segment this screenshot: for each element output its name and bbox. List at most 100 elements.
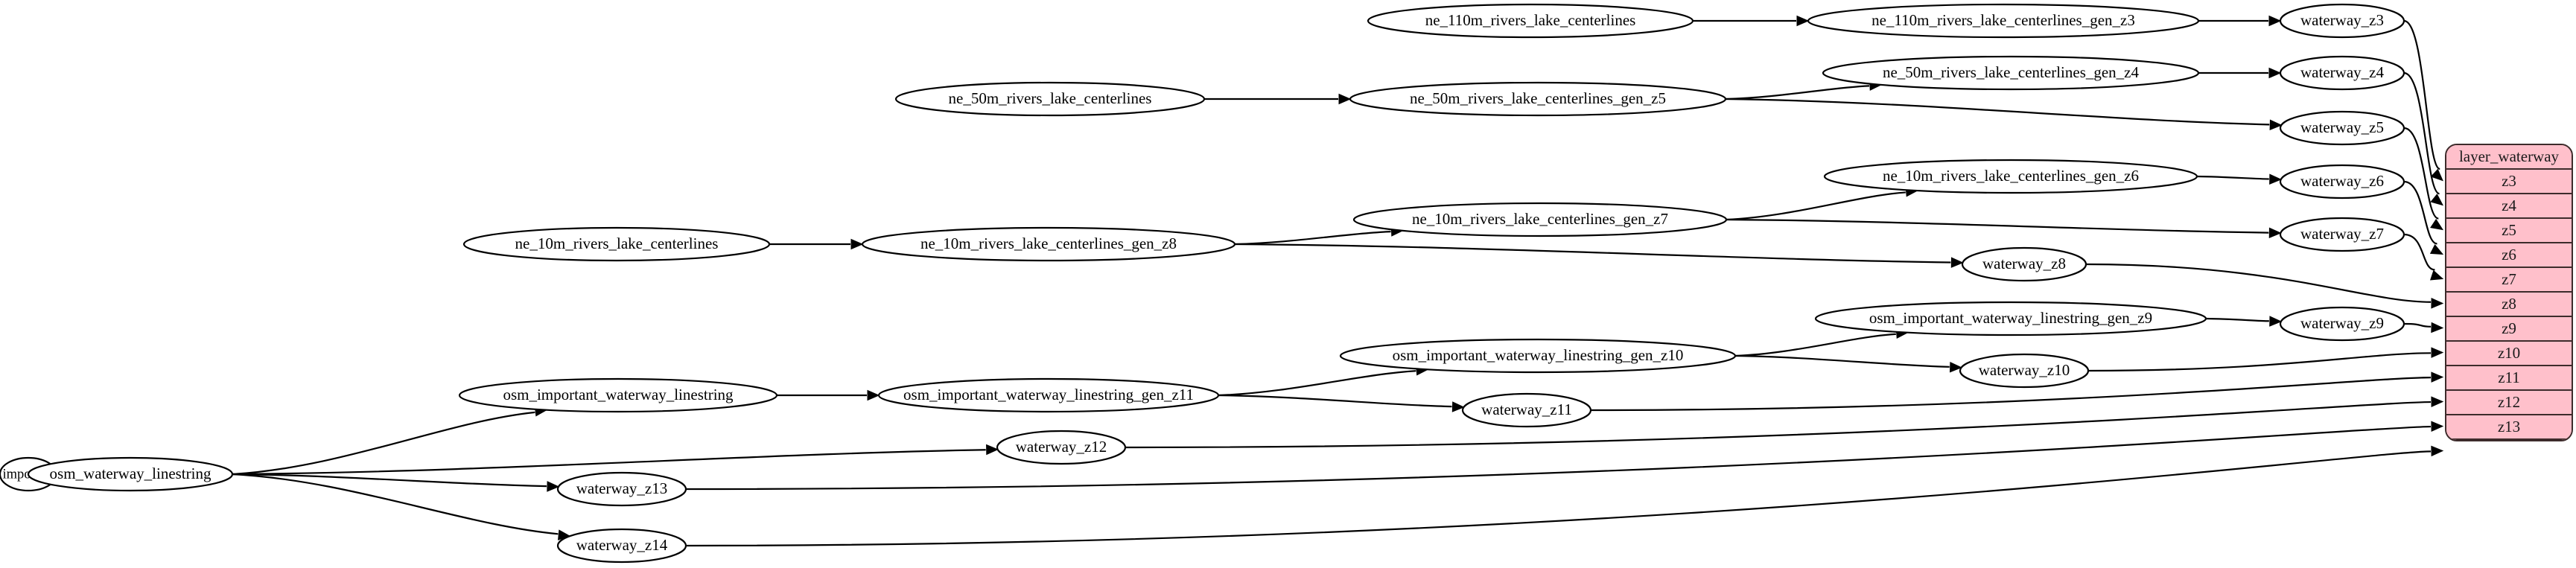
node-label: ne_10m_rivers_lake_centerlines_gen_z6 <box>1883 167 2139 185</box>
edge-ne_10m_rivers_lake_centerlines_gen_z7-to-waterway_z7 <box>1726 218 2269 234</box>
graph-node-osm_waterway_linestring[interactable]: osm_waterway_linestring <box>27 456 234 492</box>
graph-node-waterway_z10[interactable]: waterway_z10 <box>1959 353 2090 389</box>
record-row-z7[interactable]: z7 <box>2446 268 2572 293</box>
edge-arrowhead <box>2269 173 2283 185</box>
edge-arrowhead <box>2431 298 2444 309</box>
graph-node-osm_important_waterway_linestring_gen_z11[interactable]: osm_important_waterway_linestring_gen_z1… <box>877 377 1220 413</box>
graph-node-ne_10m_rivers_lake_centerlines_gen_z7[interactable]: ne_10m_rivers_lake_centerlines_gen_z7 <box>1352 202 1728 237</box>
record-row-z5[interactable]: z5 <box>2446 219 2572 243</box>
edge-arrowhead <box>2431 347 2444 358</box>
node-shape <box>877 377 1220 413</box>
node-shape <box>861 226 1236 262</box>
edge-waterway_z4-to-layer_waterway-z4 <box>2403 71 2440 195</box>
record-row-z9[interactable]: z9 <box>2446 317 2572 342</box>
record-row-z10[interactable]: z10 <box>2446 342 2572 366</box>
edge-osm_important_waterway_linestring_gen_z11-to-waterway_z11 <box>1218 394 1452 408</box>
edge-arrowhead <box>1338 93 1352 105</box>
edge-arrowhead <box>850 238 864 250</box>
node-shape <box>2279 164 2405 200</box>
node-shape <box>1822 55 2200 91</box>
edge-arrowhead <box>1451 401 1465 412</box>
node-label: waterway_z10 <box>1979 361 2070 379</box>
record-row-z8[interactable]: z8 <box>2446 293 2572 317</box>
node-shape <box>556 471 687 507</box>
graph-node-osm_important_waterway_linestring[interactable]: osm_important_waterway_linestring <box>458 377 778 413</box>
graph-node-ne_50m_rivers_lake_centerlines_gen_z5[interactable]: ne_50m_rivers_lake_centerlines_gen_z5 <box>1349 81 1727 117</box>
node-label: ne_50m_rivers_lake_centerlines_gen_z5 <box>1410 89 1666 107</box>
node-label: ne_50m_rivers_lake_centerlines_gen_z4 <box>1883 63 2140 81</box>
node-shape <box>1339 338 1737 374</box>
record-row-z6[interactable]: z6 <box>2446 243 2572 268</box>
graph-node-osm_important_waterway_linestring_gen_z9[interactable]: osm_important_waterway_linestring_gen_z9 <box>1814 301 2207 336</box>
graph-node-ne_110m_rivers_lake_centerlines[interactable]: ne_110m_rivers_lake_centerlines <box>1367 3 1694 39</box>
node-shape <box>556 528 687 564</box>
graph-node-waterway_z13[interactable]: waterway_z13 <box>556 471 687 507</box>
record-row-z3[interactable]: z3 <box>2446 170 2572 194</box>
edge-arrowhead <box>867 389 880 401</box>
node-label: ne_10m_rivers_lake_centerlines_gen_z7 <box>1412 210 1668 228</box>
node-label: osm_important_waterway_linestring <box>503 386 734 403</box>
node-label: osm_important_waterway_linestring_gen_z1… <box>1393 346 1684 364</box>
edge-waterway_z7-to-layer_waterway-z7 <box>2403 233 2435 271</box>
graph-node-ne_10m_rivers_lake_centerlines_gen_z8[interactable]: ne_10m_rivers_lake_centerlines_gen_z8 <box>861 226 1236 262</box>
edge-ne_10m_rivers_lake_centerlines_gen_z7-to-ne_10m_rivers_lake_centerlines_gen_z6 <box>1726 191 1906 221</box>
edge-arrowhead <box>2430 218 2444 231</box>
node-shape <box>1349 81 1727 117</box>
record-row-z13[interactable]: z13 <box>2446 415 2572 440</box>
graph-node-osm_important_waterway_linestring_gen_z10[interactable]: osm_important_waterway_linestring_gen_z1… <box>1339 338 1737 374</box>
graph-node-ne_50m_rivers_lake_centerlines[interactable]: ne_50m_rivers_lake_centerlines <box>894 81 1206 117</box>
graph-node-waterway_z3[interactable]: waterway_z3 <box>2279 3 2405 39</box>
graph-node-waterway_z7[interactable]: waterway_z7 <box>2279 217 2405 252</box>
edge-waterway_z10-to-layer_waterway-z10 <box>2087 352 2432 372</box>
edge-osm_important_waterway_linestring_gen_z9-to-waterway_z9 <box>2205 317 2269 322</box>
graph-node-waterway_z5[interactable]: waterway_z5 <box>2279 110 2405 146</box>
edge-waterway_z6-to-layer_waterway-z6 <box>2403 180 2437 245</box>
edge-waterway_z12-to-layer_waterway-z12 <box>1125 401 2432 449</box>
node-label: waterway_z7 <box>2300 225 2384 243</box>
edge-arrowhead <box>2430 168 2443 182</box>
edge-osm_waterway_linestring-to-waterway_z13 <box>232 473 547 488</box>
node-shape <box>1959 353 2090 389</box>
node-label: waterway_z6 <box>2300 172 2384 190</box>
edge-waterway_z11-to-layer_waterway-z11 <box>1590 377 2432 412</box>
node-shape <box>1461 392 1592 428</box>
edge-ne_50m_rivers_lake_centerlines_gen_z5-to-waterway_z5 <box>1725 98 2270 126</box>
graph-node-waterway_z6[interactable]: waterway_z6 <box>2279 164 2405 200</box>
node-label: waterway_z3 <box>2300 11 2384 29</box>
graph-node-waterway_z14[interactable]: waterway_z14 <box>556 528 687 564</box>
graph-node-waterway_z8[interactable]: waterway_z8 <box>1961 246 2087 282</box>
graph-node-waterway_z12[interactable]: waterway_z12 <box>996 430 1127 465</box>
node-shape <box>462 226 771 262</box>
graph-node-waterway_z11[interactable]: waterway_z11 <box>1461 392 1592 428</box>
record-row-z11[interactable]: z11 <box>2446 366 2572 391</box>
node-shape <box>1814 301 2207 336</box>
graph-node-ne_10m_rivers_lake_centerlines_gen_z6[interactable]: ne_10m_rivers_lake_centerlines_gen_z6 <box>1823 159 2198 194</box>
node-shape <box>2279 306 2405 342</box>
edge-arrowhead <box>2431 371 2444 383</box>
record-row-z4[interactable]: z4 <box>2446 194 2572 219</box>
graph-node-ne_50m_rivers_lake_centerlines_gen_z4[interactable]: ne_50m_rivers_lake_centerlines_gen_z4 <box>1822 55 2200 91</box>
node-shape <box>458 377 778 413</box>
record-row-z14plus[interactable]: z14+ <box>2446 440 2572 441</box>
graph-node-waterway_z4[interactable]: waterway_z4 <box>2279 55 2405 91</box>
edge-waterway_z14-to-layer_waterway-z14- <box>685 450 2432 547</box>
node-label: ne_50m_rivers_lake_centerlines <box>949 89 1152 107</box>
edge-arrowhead <box>2431 396 2444 407</box>
edge-ne_50m_rivers_lake_centerlines_gen_z5-to-ne_50m_rivers_lake_centerlines_gen_z4 <box>1725 85 1870 100</box>
node-label: waterway_z12 <box>1016 438 1107 456</box>
node-label: osm_important_waterway_linestring_gen_z9 <box>1869 309 2152 327</box>
node-label: waterway_z11 <box>1481 401 1572 418</box>
graph-node-ne_110m_rivers_lake_centerlines_gen_z3[interactable]: ne_110m_rivers_lake_centerlines_gen_z3 <box>1807 3 2200 39</box>
graph-node-ne_10m_rivers_lake_centerlines[interactable]: ne_10m_rivers_lake_centerlines <box>462 226 771 262</box>
node-shape <box>2279 3 2405 39</box>
node-shape <box>894 81 1206 117</box>
graph-node-waterway_z9[interactable]: waterway_z9 <box>2279 306 2405 342</box>
node-shape <box>2279 55 2405 91</box>
node-label: waterway_z4 <box>2300 63 2384 81</box>
node-label: osm_important_waterway_linestring_gen_z1… <box>903 386 1194 403</box>
record-row-z12[interactable]: z12 <box>2446 391 2572 415</box>
edge-osm_waterway_linestring-to-waterway_z14 <box>232 473 559 535</box>
